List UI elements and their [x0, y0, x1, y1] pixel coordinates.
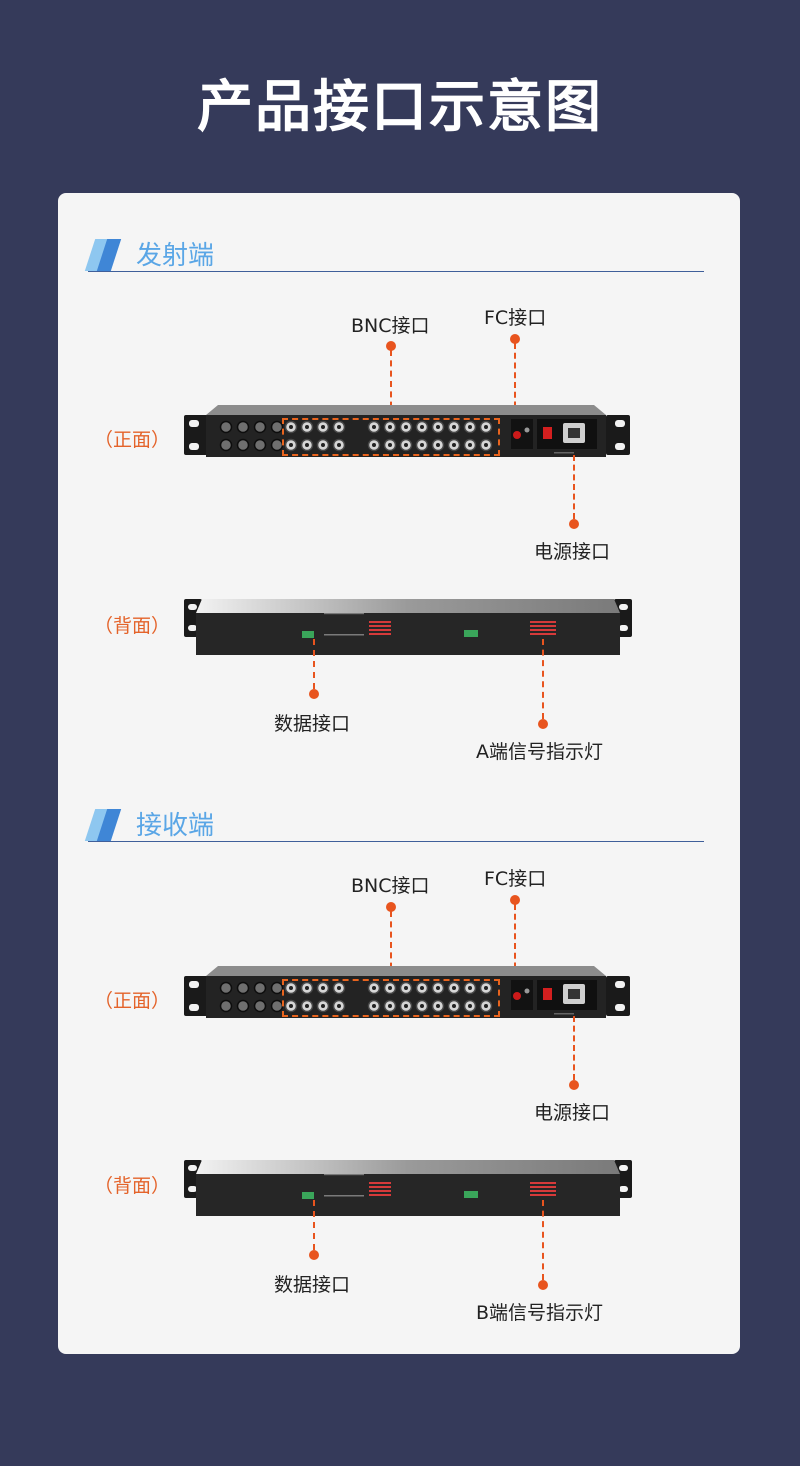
- callout-power: 电源接口: [534, 1102, 611, 1124]
- callout-dot: [386, 902, 396, 912]
- callout-line: [390, 911, 392, 979]
- callout-dot: [309, 689, 319, 699]
- callout-dot: [538, 1280, 548, 1290]
- section-divider: [88, 271, 704, 272]
- callout-line: [573, 1016, 575, 1080]
- callout-fc: FC接口: [484, 868, 547, 890]
- callout-data: 数据接口: [274, 713, 351, 735]
- callout-line: [313, 639, 315, 689]
- callout-dot: [569, 1080, 579, 1090]
- callout-dot: [309, 1250, 319, 1260]
- page-title: 产品接口示意图: [197, 75, 603, 140]
- callout-dot: [538, 719, 548, 729]
- section-header-transmitter: 发射端: [84, 233, 704, 273]
- callout-line: [573, 455, 575, 519]
- back-panel-device: [184, 1160, 632, 1216]
- callout-line: [514, 343, 516, 427]
- bnc-highlight-box: [282, 418, 500, 456]
- callout-power: 电源接口: [534, 541, 611, 563]
- bnc-highlight-box: [282, 979, 500, 1017]
- section-divider: [88, 841, 704, 842]
- back-panel-device: [184, 599, 632, 655]
- callout-line: [542, 639, 544, 719]
- back-label: （背面）: [94, 1175, 171, 1197]
- callout-line: [313, 1200, 315, 1250]
- callout-line: [390, 350, 392, 418]
- front-panel-device: [184, 405, 630, 457]
- callout-indicator: A端信号指示灯: [476, 741, 603, 763]
- front-label: （正面）: [94, 990, 171, 1012]
- callout-bnc: BNC接口: [351, 315, 430, 337]
- callout-line: [514, 904, 516, 988]
- product-card: 发射端 BNC接口 FC接口 （正面）: [58, 193, 740, 1354]
- callout-bnc: BNC接口: [351, 875, 430, 897]
- section-header-receiver: 接收端: [84, 803, 704, 843]
- callout-line: [542, 1200, 544, 1280]
- callout-dot: [386, 341, 396, 351]
- back-label: （背面）: [94, 615, 171, 637]
- section-title: 接收端: [136, 811, 215, 841]
- callout-indicator: B端信号指示灯: [476, 1302, 604, 1324]
- callout-dot: [510, 895, 520, 905]
- front-panel-device: [184, 966, 630, 1018]
- callout-data: 数据接口: [274, 1274, 351, 1296]
- callout-dot: [569, 519, 579, 529]
- callout-dot: [510, 334, 520, 344]
- front-label: （正面）: [94, 429, 171, 451]
- section-title: 发射端: [136, 241, 215, 271]
- callout-fc: FC接口: [484, 307, 547, 329]
